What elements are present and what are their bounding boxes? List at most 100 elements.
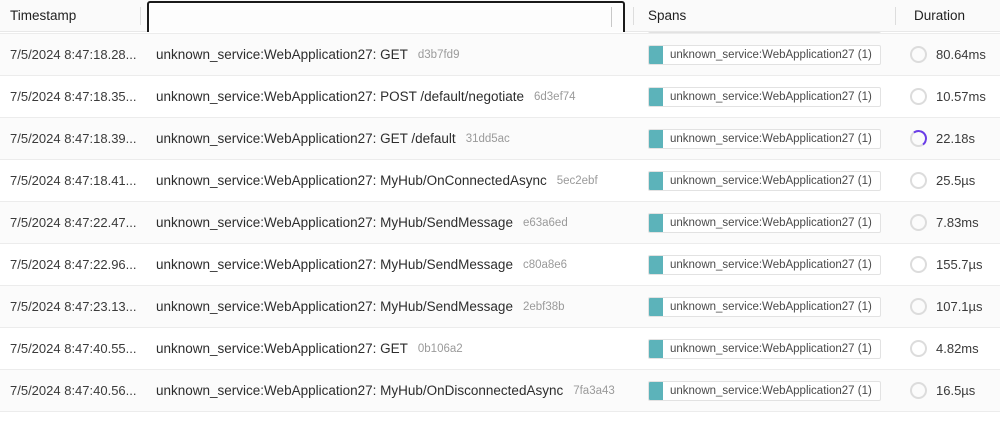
span-pill[interactable]: unknown_service:WebApplication27 (1) xyxy=(648,296,881,317)
trace-span-id: d3b7fd9 xyxy=(417,48,460,61)
trace-span-id: e63a6ed xyxy=(522,216,568,229)
table-row[interactable]: 7/5/2024 8:47:18.39... unknown_service:We… xyxy=(0,118,1000,160)
span-color-swatch xyxy=(649,339,663,358)
cell-timestamp: 7/5/2024 8:47:22.47... xyxy=(10,215,137,230)
span-pill-label: unknown_service:WebApplication27 (1) xyxy=(670,90,872,103)
cell-name: unknown_service:WebApplication27: C/OnDi… xyxy=(148,32,638,33)
cell-spans: unknown_service:WebApplication27 (1) xyxy=(640,244,895,285)
table-row[interactable]: 7/5/2024 8:47:18.35... unknown_service:We… xyxy=(0,76,1000,118)
trace-span-id: 5ec2ebf xyxy=(556,174,598,187)
span-pill[interactable]: unknown_service:WebApplication27 (1) xyxy=(648,338,881,359)
duration-text: 10.57ms xyxy=(936,89,986,104)
duration-wrapper: 107.1µs xyxy=(910,298,983,315)
column-header-duration-label: Duration xyxy=(914,8,966,23)
cell-timestamp: 7/5/2024 8:47:23.13... xyxy=(10,299,137,314)
cell-timestamp: 7/5/2024 8:47:40.55... xyxy=(10,341,137,356)
cell-name: unknown_service:WebApplication27: MyHub/… xyxy=(148,160,638,201)
cell-duration: 7.83ms xyxy=(902,202,1000,243)
column-header-spans[interactable]: Spans xyxy=(640,0,892,31)
table-row[interactable]: 7/5/2024 8:47:23.13... unknown_service:We… xyxy=(0,286,1000,328)
cell-timestamp: 7/5/2024 8:47:18.28... xyxy=(10,47,137,62)
trace-name-text: unknown_service:WebApplication27: POST /… xyxy=(156,89,524,104)
cell-spans: unknown_service:WebApplication27 (1) xyxy=(640,118,895,159)
cell-name: unknown_service:WebApplication27: MyHub/… xyxy=(148,286,638,327)
cell-duration: 155.7µs xyxy=(902,244,1000,285)
trace-name-text: unknown_service:WebApplication27: MyHub/… xyxy=(156,383,564,398)
span-pill-label: unknown_service:WebApplication27 (1) xyxy=(670,132,872,145)
circle-icon xyxy=(910,172,927,189)
table-row[interactable]: 7/5/2024 8:47:22.47... unknown_service:We… xyxy=(0,202,1000,244)
span-pill-label: unknown_service:WebApplication27 (1) xyxy=(670,174,872,187)
trace-name-text: unknown_service:WebApplication27: MyHub/… xyxy=(156,215,513,230)
column-header-timestamp[interactable]: Timestamp xyxy=(0,0,140,31)
span-color-swatch xyxy=(649,129,663,148)
span-pill[interactable]: unknown_service:WebApplication27 (1) xyxy=(648,254,881,275)
cell-duration: 10.57ms xyxy=(902,76,1000,117)
cell-name: unknown_service:WebApplication27: MyHub/… xyxy=(148,202,638,243)
cell-spans: unknown_service:WebApplication27 (1) xyxy=(640,370,895,411)
span-pill-label: unknown_service:WebApplication27 (1) xyxy=(670,48,872,61)
duration-wrapper: 7.83ms xyxy=(910,214,979,231)
column-divider-1[interactable] xyxy=(140,7,141,25)
cell-duration: 22.18s xyxy=(902,118,1000,159)
trace-span-id: 2ebf38b xyxy=(522,300,565,313)
column-header-duration[interactable]: Duration xyxy=(902,0,1000,31)
table-row[interactable]: 7/5/2024 8:47:18.28... unknown_service:We… xyxy=(0,34,1000,76)
cell-name: unknown_service:WebApplication27: MyHub/… xyxy=(148,244,638,285)
span-pill[interactable]: unknown_service:WebApplication27 (1) xyxy=(648,128,881,149)
column-divider-3[interactable] xyxy=(895,7,896,25)
trace-name-text: unknown_service:WebApplication27: MyHub/… xyxy=(156,299,513,314)
name-column-resize-handle[interactable] xyxy=(611,7,612,27)
duration-text: 4.82ms xyxy=(936,341,979,356)
duration-text: 155.7µs xyxy=(936,257,983,272)
trace-name-text: unknown_service:WebApplication27: GET xyxy=(156,47,408,62)
span-pill-label: unknown_service:WebApplication27 (1) xyxy=(670,342,872,355)
span-color-swatch xyxy=(649,87,663,106)
table-row[interactable]: 7/5/2024 8:46:58.31...unknown_service:We… xyxy=(0,32,1000,34)
duration-wrapper: 22.18s xyxy=(910,130,975,147)
cell-timestamp: 7/5/2024 8:46:58.31... xyxy=(0,32,146,33)
span-color-swatch xyxy=(649,171,663,190)
cell-name: unknown_service:WebApplication27: GET /d… xyxy=(148,118,638,159)
cell-timestamp: 7/5/2024 8:47:18.35... xyxy=(10,89,137,104)
cell-timestamp: 7/5/2024 8:47:18.39... xyxy=(10,131,137,146)
trace-span-id: 6d3ef74 xyxy=(533,90,576,103)
column-header-spans-label: Spans xyxy=(648,8,687,23)
span-pill[interactable]: unknown_service:WebApplication27 (1) xyxy=(648,212,881,233)
duration-text: 22.18s xyxy=(936,131,976,146)
trace-name-text: unknown_service:WebApplication27: MyHub/… xyxy=(156,257,513,272)
duration-text: 25.5µs xyxy=(936,173,976,188)
table-row[interactable]: 7/5/2024 8:47:40.56... unknown_service:We… xyxy=(0,370,1000,412)
span-pill[interactable]: unknown_service:WebApplication27 (1) xyxy=(648,170,881,191)
cell-duration: 107.1µs xyxy=(902,286,1000,327)
duration-wrapper: 16.5µs xyxy=(910,382,975,399)
trace-name-text: unknown_service:WebApplication27: MyHub/… xyxy=(156,173,547,188)
table-body: 7/5/2024 8:46:58.31...unknown_service:We… xyxy=(0,32,1000,436)
span-pill[interactable]: unknown_service:WebApplication27 (1) xyxy=(648,86,881,107)
cell-name: unknown_service:WebApplication27: MyHub/… xyxy=(148,370,638,411)
cell-duration: 16.5µs xyxy=(902,370,1000,411)
span-pill[interactable]: unknown_service:WebApplication27 (1) xyxy=(648,380,881,401)
duration-text: 16.5µs xyxy=(936,383,976,398)
trace-name-text: unknown_service:WebApplication27: GET /d… xyxy=(156,131,456,146)
span-pill[interactable]: unknown_service:WebApplication27 (1) xyxy=(648,32,881,33)
duration-wrapper: 155.7µs xyxy=(910,256,983,273)
circle-icon xyxy=(910,214,927,231)
duration-text: 80.64ms xyxy=(936,47,986,62)
cell-timestamp: 7/5/2024 8:47:40.56... xyxy=(10,383,137,398)
circle-icon xyxy=(910,340,927,357)
trace-span-id: c80a8e6 xyxy=(522,258,568,271)
span-pill[interactable]: unknown_service:WebApplication27 (1) xyxy=(648,44,881,65)
table-row[interactable]: 7/5/2024 8:47:40.55... unknown_service:We… xyxy=(0,328,1000,370)
span-pill-label: unknown_service:WebApplication27 (1) xyxy=(670,300,872,313)
span-color-swatch xyxy=(649,297,663,316)
duration-wrapper: 4.82ms xyxy=(910,340,979,357)
table-row[interactable]: 7/5/2024 8:47:22.96...unknown_service:We… xyxy=(0,244,1000,286)
trace-span-id: 0b106a2 xyxy=(417,342,463,355)
column-divider-2[interactable] xyxy=(633,7,634,25)
table-row[interactable]: 7/5/2024 8:47:18.41...unknown_service:We… xyxy=(0,160,1000,202)
column-header-name[interactable]: Name xyxy=(148,0,626,31)
duration-text: 7.83ms xyxy=(936,215,979,230)
